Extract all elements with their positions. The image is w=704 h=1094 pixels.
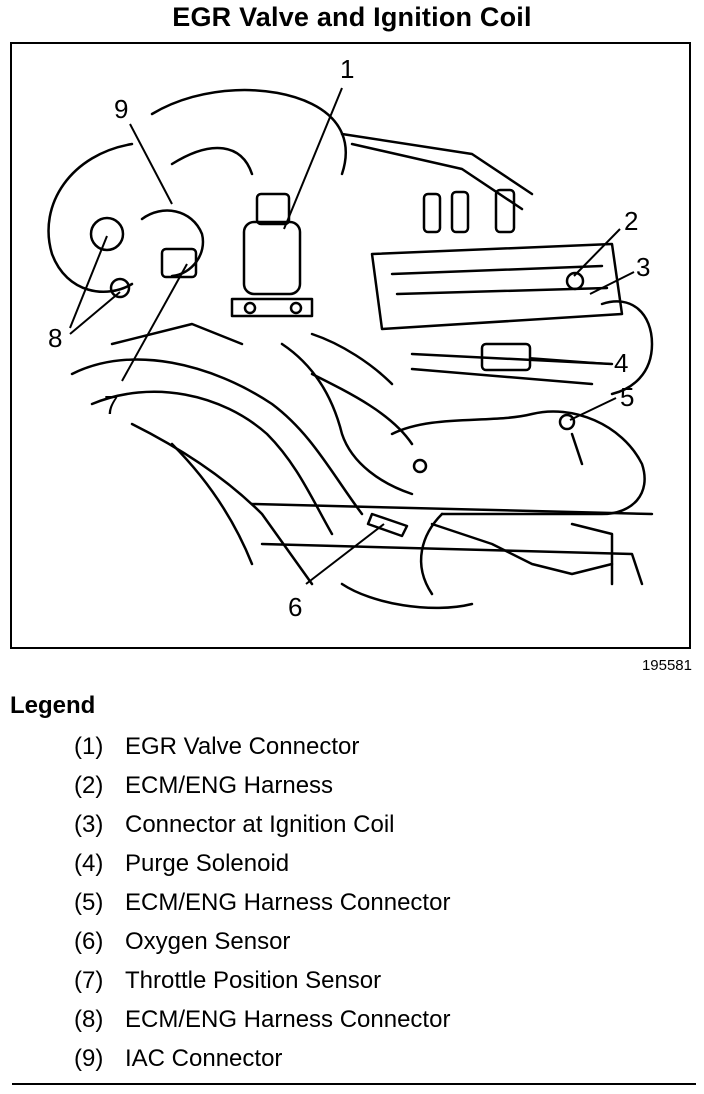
legend-item: (9) IAC Connector	[74, 1041, 450, 1080]
callout-4: 4	[614, 348, 628, 378]
callout-8: 8	[48, 323, 62, 353]
leader-line-9	[129, 123, 173, 205]
callout-7: 7	[104, 390, 118, 420]
legend-number: (4)	[74, 850, 104, 877]
legend-label: EGR Valve Connector	[125, 733, 360, 760]
leader-line-8b	[69, 291, 121, 335]
legend-label: Purge Solenoid	[125, 850, 290, 877]
leader-line-4	[529, 357, 611, 365]
legend-item: (6) Oxygen Sensor	[74, 924, 450, 963]
callout-leader-lines	[69, 87, 635, 585]
legend-label: Connector at Ignition Coil	[125, 811, 395, 838]
leader-line-5	[569, 397, 617, 421]
callout-6: 6	[288, 592, 302, 622]
leader-line-2	[573, 228, 621, 277]
legend-label: ECM/ENG Harness Connector	[125, 889, 451, 916]
legend-item: (4) Purge Solenoid	[74, 846, 450, 885]
legend-label: Oxygen Sensor	[125, 928, 291, 955]
callout-2: 2	[624, 206, 638, 236]
callout-labels: 1 2 3 4 5 6 7 8 9	[48, 54, 650, 622]
legend-number: (3)	[74, 811, 104, 838]
leader-line-1	[283, 87, 343, 230]
legend-number: (2)	[74, 772, 104, 799]
callout-3: 3	[636, 252, 650, 282]
legend-number: (8)	[74, 1006, 104, 1033]
legend-list: (1) EGR Valve Connector (2) ECM/ENG Harnes…	[74, 729, 450, 1080]
callout-5: 5	[620, 382, 634, 412]
callout-9: 9	[114, 94, 128, 124]
legend-label: ECM/ENG Harness	[125, 772, 334, 799]
legend-item: (5) ECM/ENG Harness Connector	[74, 885, 450, 924]
legend-heading: Legend	[10, 692, 96, 719]
diagram-title: EGR Valve and Ignition Coil	[172, 2, 532, 32]
legend-label: ECM/ENG Harness Connector	[125, 1006, 451, 1033]
legend-item: (8) ECM/ENG Harness Connector	[74, 1002, 450, 1041]
legend-label: IAC Connector	[125, 1045, 283, 1072]
legend-number: (6)	[74, 928, 104, 955]
leader-line-6	[305, 523, 385, 585]
engine-line-art	[47, 88, 654, 610]
leader-line-3	[589, 271, 635, 295]
legend-number: (1)	[74, 733, 104, 760]
leader-line-7	[121, 263, 188, 382]
legend-item: (7) Throttle Position Sensor	[74, 963, 450, 1002]
legend-item: (3) Connector at Ignition Coil	[74, 807, 450, 846]
callout-1: 1	[340, 54, 354, 84]
legend-label: Throttle Position Sensor	[125, 967, 382, 994]
engine-illustration: 1 2 3 4 5 6 7 8 9	[10, 42, 691, 649]
legend-number: (5)	[74, 889, 104, 916]
legend-number: (9)	[74, 1045, 104, 1072]
legend-item: (2) ECM/ENG Harness	[74, 768, 450, 807]
legend-number: (7)	[74, 967, 104, 994]
bottom-divider	[12, 1083, 696, 1085]
figure-number: 195581	[641, 657, 692, 674]
leader-line-8a	[69, 235, 108, 329]
legend-item: (1) EGR Valve Connector	[74, 729, 450, 768]
